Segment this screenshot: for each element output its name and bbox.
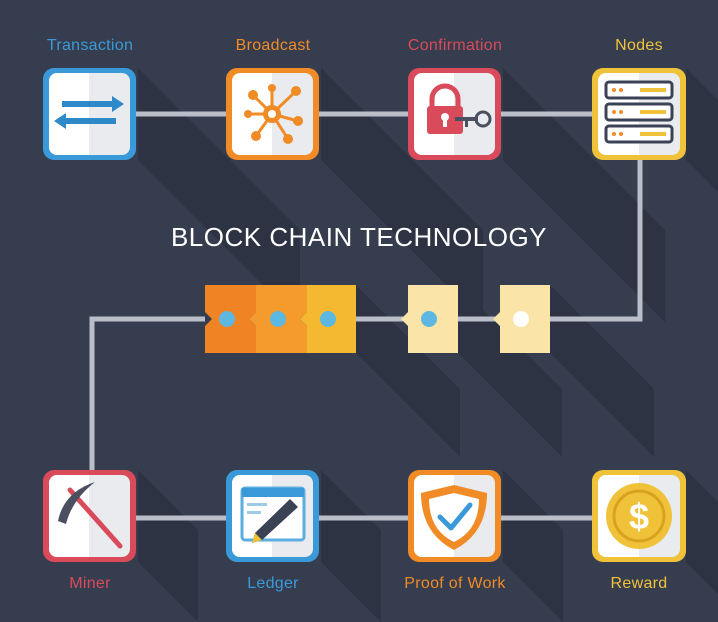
- block-4: [401, 285, 458, 353]
- block-chain: [205, 285, 550, 353]
- ledger-pencil-icon: [240, 486, 306, 543]
- block-5: [493, 285, 550, 353]
- tile-reward: $: [592, 470, 686, 562]
- connectors: [89, 111, 643, 521]
- network-hub-icon: [244, 84, 303, 144]
- block-3: [300, 285, 356, 353]
- block-2: [249, 285, 307, 353]
- server-rack-icon: [604, 80, 674, 144]
- pickaxe-icon: [58, 482, 123, 549]
- diagram-title: BLOCK CHAIN TECHNOLOGY: [170, 222, 548, 252]
- step-label-nodes: Nodes: [615, 37, 663, 54]
- step-label-confirmation: Confirmation: [407, 37, 503, 54]
- tile-confirmation: [408, 68, 501, 160]
- dollar-glyph: $: [629, 496, 649, 537]
- step-label-miner: Miner: [69, 575, 111, 592]
- shadows: [138, 68, 718, 622]
- step-label-broadcast: Broadcast: [235, 37, 311, 54]
- step-label-reward: Reward: [610, 575, 668, 592]
- transfer-arrows-icon: [54, 96, 124, 129]
- shield-check-icon: [421, 485, 487, 550]
- tile-ledger: [226, 470, 319, 562]
- tile-miner: [43, 470, 136, 562]
- padlock-key-icon: [427, 83, 492, 134]
- tile-transaction: [43, 68, 136, 160]
- dollar-coin-icon: $: [606, 483, 672, 549]
- tile-broadcast: [226, 68, 319, 160]
- tile-nodes: [592, 68, 686, 160]
- step-label-transaction: Transaction: [46, 37, 134, 54]
- tile-proof-of-work: [408, 470, 501, 562]
- step-label-ledger: Ledger: [247, 575, 299, 592]
- block-1: [205, 285, 256, 353]
- step-label-proof-of-work: Proof of Work: [404, 575, 506, 592]
